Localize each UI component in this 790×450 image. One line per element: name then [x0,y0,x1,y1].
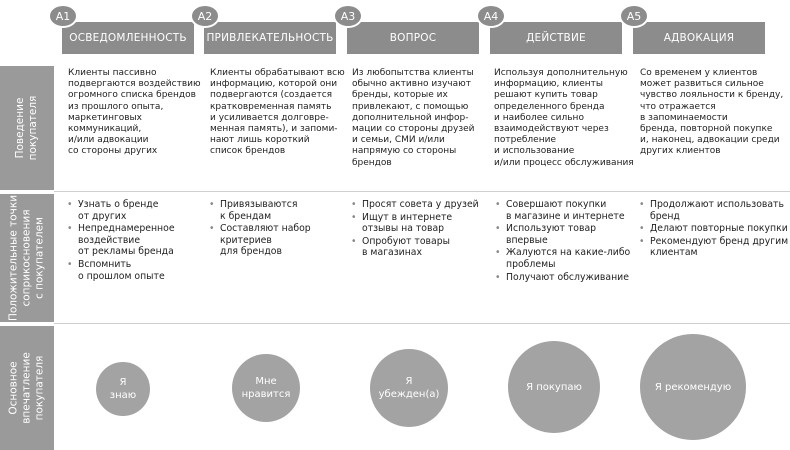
list-item: •Получают обслуживание [495,271,629,283]
list-item: •Рекомендуют бренд другим клиентам [639,235,789,259]
behavior-text-a1: Клиенты пассивно подвергаются воздействи… [68,68,201,157]
impression-circle-a5: Я рекомендую [640,334,746,440]
stage-header-a2: ПРИВЛЕКАТЕЛЬНОСТЬ [204,22,336,54]
list-item: •Совершают покупки в магазине и интернет… [495,199,625,222]
behavior-text-a3: Из любопытства клиенты обычно активно из… [352,68,475,168]
stage-title-a1: ОСВЕДОМЛЕННОСТЬ [69,32,187,44]
row-divider-2 [54,323,790,324]
row-divider-1 [54,191,790,192]
row-label-impression-text: Основное впечатление покупателя [7,352,46,424]
list-item: •Опробуют товары в магазинах [351,235,450,259]
impression-circle-a1: Я знаю [96,362,150,416]
row-label-touchpoints-text: Положительные точки соприкосновения с по… [7,194,46,322]
stage-badge-a1: A1 [48,4,78,28]
bullet-icon: • [351,211,357,223]
list-item: •Ищут в интернете отзывы на товар [351,211,453,235]
touchpoints-list-a1: •Узнать о бренде от других •Непреднамере… [66,199,175,283]
behavior-text-a5: Со временем у клиентов может развиться с… [640,68,784,157]
stage-badge-a3: A3 [333,4,363,28]
impression-circle-a2: Мне нравится [232,354,300,422]
row-label-impression: Основное впечатление покупателя [0,326,54,450]
bullet-icon: • [209,199,215,210]
stage-title-a5: АДВОКАЦИЯ [663,32,735,44]
stage-badge-a2: A2 [190,4,220,28]
list-item: •Узнать о бренде от других [67,199,159,222]
row-label-touchpoints: Положительные точки соприкосновения с по… [0,194,54,322]
bullet-icon: • [639,223,645,235]
list-item: •Составляют набор критериев для брендов [209,223,311,258]
stage-header-a4: ДЕЙСТВИЕ [490,22,622,54]
behavior-text-a2: Клиенты обрабатывают всю информацию, кот… [210,68,345,157]
stage-badge-a5: A5 [619,4,649,28]
list-item: •Используют товар впервые [495,223,597,246]
bullet-icon: • [67,258,73,270]
list-item: •Делают повторные покупки [639,223,788,235]
row-label-behavior: Поведение покупателя [0,66,54,190]
bullet-icon: • [67,223,73,235]
list-item: •Жалуются на какие-либо проблемы [495,247,631,270]
list-item: •Привязываются к брендам [209,199,298,222]
bullet-icon: • [639,235,645,247]
impression-circle-a4: Я покупаю [508,341,600,433]
bullet-icon: • [351,235,357,247]
stage-header-a5: АДВОКАЦИЯ [633,22,765,54]
bullet-icon: • [67,199,73,210]
bullet-icon: • [495,223,501,235]
list-item: •Непреднамеренное воздействие от рекламы… [67,223,175,258]
bullet-icon: • [495,247,501,259]
bullet-icon: • [351,199,357,210]
impression-circle-a3: Я убежден(а) [370,349,448,427]
touchpoints-list-a3: •Просят совета у друзей •Ищут в интернет… [350,199,479,260]
bullet-icon: • [639,199,645,210]
stage-header-a1: ОСВЕДОМЛЕННОСТЬ [62,22,194,54]
touchpoints-list-a4: •Совершают покупки в магазине и интернет… [494,199,630,284]
row-label-behavior-text: Поведение покупателя [14,95,39,161]
behavior-text-a4: Используя дополнительную информацию, кли… [494,68,634,168]
list-item: •Просят совета у друзей [351,199,479,210]
stage-header-a3: ВОПРОС [347,22,479,54]
touchpoints-list-a2: •Привязываются к брендам •Составляют наб… [208,199,311,259]
touchpoints-list-a5: •Продолжают использовать бренд •Делают п… [638,199,788,260]
bullet-icon: • [495,199,501,210]
stage-badge-a4: A4 [476,4,506,28]
stage-title-a3: ВОПРОС [389,32,437,44]
bullet-icon: • [209,223,215,235]
list-item: •Вспомнить о прошлом опыте [67,258,165,282]
list-item: •Продолжают использовать бренд [639,199,784,222]
bullet-icon: • [495,271,501,283]
stage-title-a2: ПРИВЛЕКАТЕЛЬНОСТЬ [206,32,334,44]
stage-title-a4: ДЕЙСТВИЕ [526,32,586,44]
